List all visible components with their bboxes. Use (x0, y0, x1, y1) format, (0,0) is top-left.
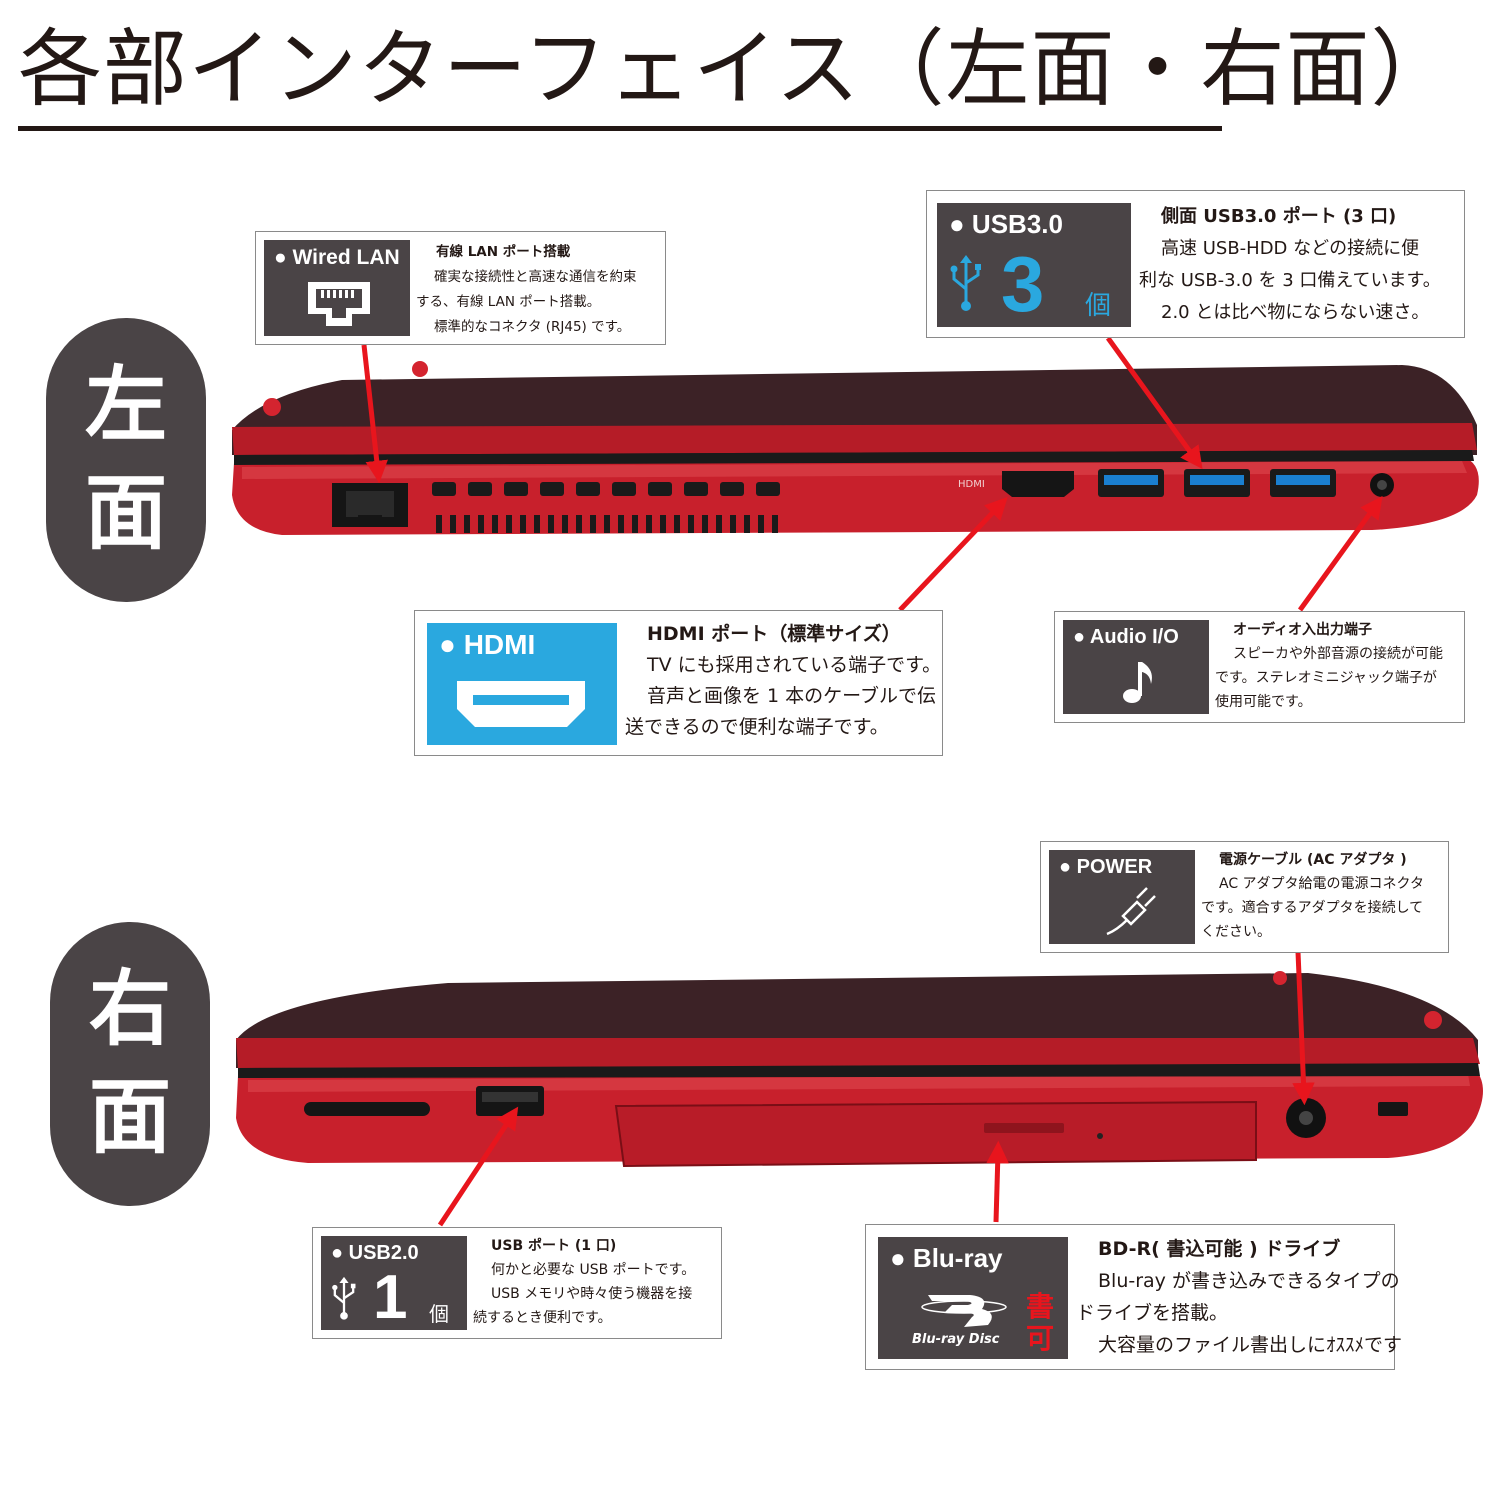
desc-wired-lan: 有線 LAN ポート搭載 確実な接続性と高速な通信を約束 する、有線 LAN ポ… (416, 240, 637, 340)
tile-usb2: ● USB2.0 1 個 (321, 1236, 467, 1332)
tile-audio: ● Audio I/O (1063, 620, 1209, 714)
line-audio-1: スピーカや外部音源の接続が可能 (1233, 646, 1443, 662)
arrow-hdmi (898, 496, 1008, 612)
line-audio-2: です。ステレオミニジャック端子が (1215, 670, 1437, 686)
line-audio-3: 使用可能です。 (1215, 694, 1312, 710)
line-wired-lan-3: 標準的なコネクタ (RJ45) です。 (434, 319, 631, 335)
usb3-count: 3 (1001, 240, 1045, 328)
arrow-power (1292, 951, 1315, 1106)
tile-label-wired-lan: ● Wired LAN (274, 246, 400, 269)
music-note-icon (1123, 662, 1152, 703)
ethernet-port-icon (308, 282, 370, 326)
hdmi-port-label: HDMI (958, 479, 985, 490)
tile-label-usb2: ● USB2.0 (331, 1242, 419, 1264)
optical-drive-tray (614, 1100, 1257, 1168)
line-usb2-2: USB メモリや時々使う機器を接 (491, 1286, 693, 1302)
line-hdmi-3: 送できるので便利な端子です。 (625, 716, 889, 738)
left-side-char-1: 左 (84, 358, 167, 453)
line-usb2-3: 続するとき便利です。 (473, 1310, 612, 1326)
line-power-2: です。適合するアダプタを接続して (1201, 900, 1424, 916)
heading-usb2: USB ポート (1 口) (491, 1238, 617, 1254)
usb3-unit: 個 (1085, 291, 1112, 321)
usb2-count: 1 (373, 1263, 408, 1332)
callout-bluray: ● Blu-ray Blu-ray Disc 書 可 BD-R( 書込可能 ) … (865, 1224, 1402, 1370)
security-lock-slot (1378, 1102, 1408, 1116)
hdmi-port (1002, 471, 1074, 497)
heading-power: 電源ケーブル (AC アダプタ ) (1219, 852, 1407, 868)
line-usb3-2: 利な USB-3.0 を 3 口備えています。 (1139, 270, 1441, 291)
line-bluray-3: 大容量のファイル書出しにｵｽｽﾒです (1098, 1334, 1403, 1356)
desc-usb3: 側面 USB3.0 ポート (3 口) 高速 USB-HDD などの接続に便 利… (1139, 201, 1441, 329)
title-underline (18, 126, 1222, 131)
write-badge-char-2: 可 (1025, 1322, 1054, 1355)
usb2-unit: 個 (429, 1302, 449, 1326)
heading-usb3: 側面 USB3.0 ポート (3 口) (1161, 206, 1397, 227)
usb-icon (332, 1276, 356, 1320)
tile-usb3: ● USB3.0 3 個 (937, 203, 1131, 328)
line-usb3-1: 高速 USB-HDD などの接続に便 (1161, 238, 1420, 259)
callout-usb3: ● USB3.0 3 個 側面 USB3.0 ポート (3 口) 高速 USB-… (926, 190, 1465, 338)
line-usb2-1: 何かと必要な USB ポートです。 (491, 1262, 696, 1278)
tile-label-power: ● POWER (1059, 856, 1153, 878)
desc-audio: オーディオ入出力端子 スピーカや外部音源の接続が可能 です。ステレオミニジャック… (1215, 618, 1443, 714)
callout-audio: ● Audio I/O オーディオ入出力端子 スピーカや外部音源の接続が可能 で… (1054, 611, 1465, 723)
line-bluray-2: ドライブを搭載。 (1076, 1302, 1229, 1324)
line-power-3: ください。 (1201, 924, 1271, 940)
arrow-usb3 (1105, 336, 1203, 470)
write-badge-char-1: 書 (1025, 1290, 1054, 1323)
line-hdmi-2: 音声と画像を 1 本のケーブルで伝 (647, 685, 937, 707)
laptop-left-side-photo: HDMI (232, 361, 1479, 535)
tile-wired-lan: ● Wired LAN (264, 240, 410, 336)
line-wired-lan-2: する、有線 LAN ポート搭載。 (416, 294, 601, 310)
desc-usb2: USB ポート (1 口) 何かと必要な USB ポートです。 USB メモリや… (473, 1234, 695, 1330)
laptop-right-side-photo (236, 971, 1483, 1168)
power-plug-icon (1106, 887, 1156, 936)
desc-power: 電源ケーブル (AC アダプタ ) AC アダプタ給電の電源コネクタ です。適合… (1201, 848, 1424, 944)
desc-hdmi: HDMI ポート（標準サイズ） TV にも採用されている端子です。 音声と画像を… (625, 619, 941, 743)
write-capable-badge: 書 可 (1024, 1291, 1056, 1355)
callout-usb2: ● USB2.0 1 個 USB ポート (1 口) 何かと必要な USB ポー… (312, 1227, 722, 1339)
callout-wired-lan: ● Wired LAN 有線 LAN ポート搭載 確実な接続性と高速な通信を約束… (255, 231, 666, 345)
line-usb3-3: 2.0 とは比べ物にならない速さ。 (1161, 302, 1430, 323)
bluray-logo-text: Blu-ray Disc (912, 1332, 1000, 1347)
page-title: 各部インターフェイス（左面・右面） (18, 20, 1456, 118)
right-side-char-2: 面 (88, 1070, 171, 1165)
arrow-usb2 (437, 1106, 519, 1227)
tile-label-bluray: ● Blu-ray (890, 1243, 1003, 1273)
callout-power: ● POWER 電源ケーブル (AC アダプタ ) AC アダプタ給電の電源コネ… (1040, 841, 1449, 953)
heading-audio: オーディオ入出力端子 (1233, 622, 1373, 638)
line-wired-lan-1: 確実な接続性と高速な通信を約束 (434, 269, 637, 285)
line-power-1: AC アダプタ給電の電源コネクタ (1219, 876, 1424, 892)
sd-card-slot (304, 1102, 430, 1116)
hdmi-port-icon (457, 681, 585, 727)
callout-hdmi: ● HDMI HDMI ポート（標準サイズ） TV にも採用されている端子です。… (414, 610, 943, 756)
cooling-vents (432, 482, 780, 496)
right-side-badge: 右 面 (50, 922, 210, 1206)
ethernet-port (332, 483, 408, 527)
line-hdmi-1: TV にも採用されている端子です。 (647, 654, 942, 676)
tile-hdmi: ● HDMI (427, 623, 617, 745)
tile-label-usb3: ● USB3.0 (949, 209, 1063, 239)
left-side-char-2: 面 (84, 466, 167, 561)
desc-bluray: BD-R( 書込可能 ) ドライブ Blu-ray が書き込みできるタイプの ド… (1076, 1233, 1402, 1361)
line-bluray-1: Blu-ray が書き込みできるタイプの (1098, 1270, 1400, 1292)
arrow-audio (1297, 495, 1383, 612)
tile-power: ● POWER (1049, 850, 1195, 944)
left-side-badge: 左 面 (46, 318, 206, 602)
heading-wired-lan: 有線 LAN ポート搭載 (436, 244, 571, 260)
tile-bluray: ● Blu-ray Blu-ray Disc 書 可 (878, 1237, 1068, 1359)
usb2-port (476, 1086, 544, 1116)
heading-bluray: BD-R( 書込可能 ) ドライブ (1098, 1238, 1341, 1260)
bluray-disc-logo: Blu-ray Disc (912, 1295, 1007, 1347)
tile-label-audio: ● Audio I/O (1073, 626, 1179, 648)
tile-label-hdmi: ● HDMI (439, 629, 536, 660)
arrow-bluray (986, 1140, 1009, 1223)
usb-icon (950, 255, 981, 311)
heading-hdmi: HDMI ポート（標準サイズ） (647, 623, 901, 645)
usb3-ports (1098, 469, 1336, 497)
arrow-wired-lan (361, 344, 388, 484)
right-side-char-1: 右 (88, 962, 171, 1057)
